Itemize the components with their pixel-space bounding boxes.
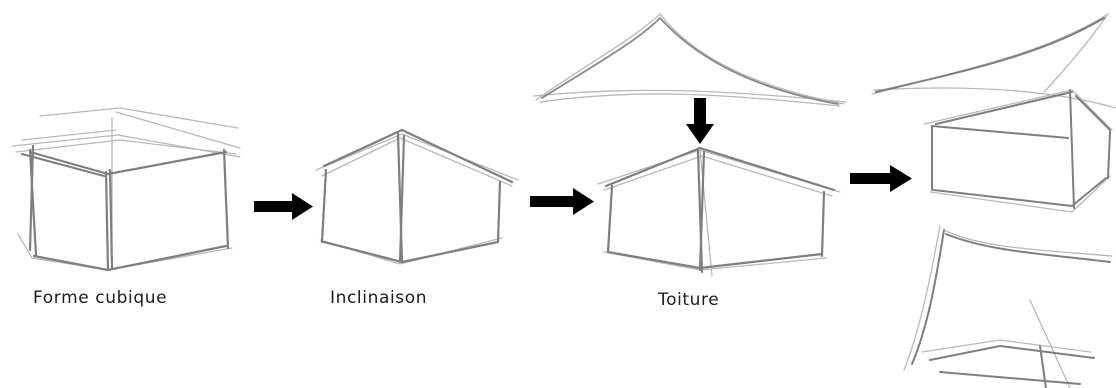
- arrow-right-3: [850, 165, 912, 192]
- caption-inclinaison: Inclinaison: [330, 288, 427, 308]
- caption-forme-cubique: Forme cubique: [33, 288, 167, 308]
- arrow-right-1: [254, 193, 313, 220]
- partial-canopy-sketch: [904, 226, 1112, 388]
- inclination-sketch: [316, 130, 518, 264]
- caption-toiture: Toiture: [658, 290, 719, 310]
- arrow-right-2: [530, 188, 594, 215]
- toiture-sketch: [598, 148, 840, 276]
- partial-roof-box-sketch: [872, 14, 1116, 212]
- arrow-down: [686, 98, 714, 144]
- roof-shape-sketch: [534, 14, 846, 106]
- cube-sketch: [12, 108, 240, 270]
